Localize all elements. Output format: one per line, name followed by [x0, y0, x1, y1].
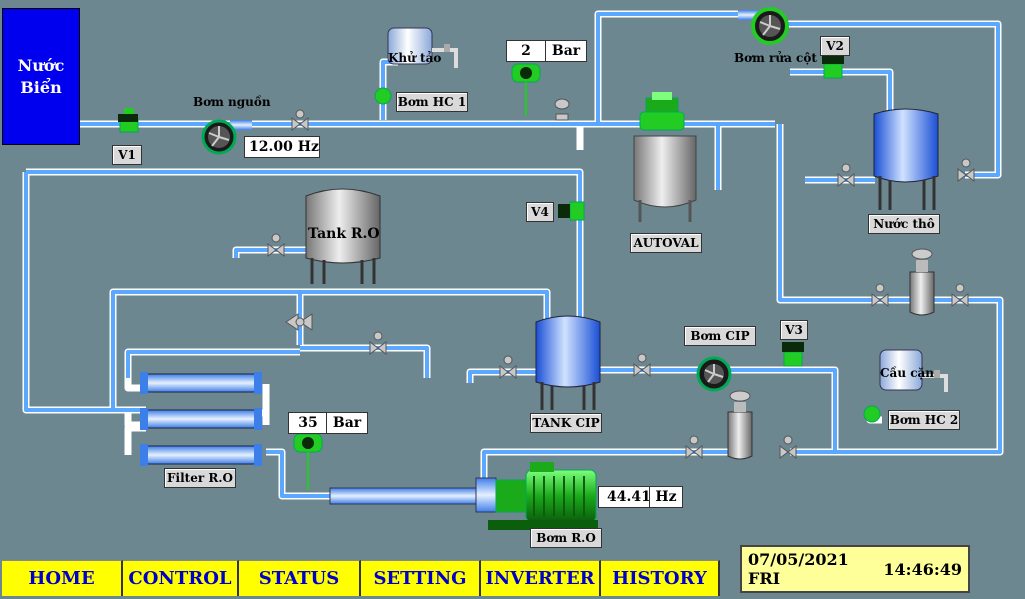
- label-dosing-pump-1: Bơm HC 1: [396, 92, 468, 112]
- label-raw-water: Nước thô: [868, 214, 940, 234]
- seawater-source-label: Nước Biển: [17, 55, 65, 97]
- cip-pump[interactable]: [696, 356, 732, 392]
- nav-history-button[interactable]: HISTORY: [601, 560, 720, 596]
- ro-tank-vessel: [305, 188, 381, 284]
- valve-pressure-line: [554, 98, 570, 121]
- raw-water-tank: [873, 108, 939, 210]
- balance-tank: [879, 349, 948, 392]
- label-dosing-pump-2: Bơm HC 2: [888, 410, 960, 430]
- nav-setting-button[interactable]: SETTING: [361, 560, 481, 596]
- valve-ro-tank: [267, 233, 285, 257]
- date-text: 07/05/2021 FRI: [748, 550, 849, 588]
- dosing-pump-2[interactable]: [863, 405, 881, 423]
- pressure-low-unit: Bar: [545, 40, 587, 62]
- label-feed-pump: Bơm nguồn: [193, 95, 271, 109]
- autoval-actuator[interactable]: [639, 92, 685, 131]
- valve-rinse-inlet: [837, 163, 855, 187]
- label-v2: V2: [820, 36, 850, 56]
- label-ro-tank: Tank R.O: [308, 226, 380, 242]
- valve-raw-out: [957, 158, 975, 182]
- pressure-gauge-high: [293, 433, 323, 490]
- valve-ro-feed: [685, 435, 703, 459]
- pressure-gauge-low: [511, 63, 541, 116]
- label-flush-pump: Bơm rửa cột: [734, 51, 817, 65]
- motor-valve-v1[interactable]: [118, 108, 139, 133]
- valve-ro-reject: [779, 435, 797, 459]
- valve-cip-out: [633, 353, 651, 377]
- label-cip-pump: Bơm CIP: [684, 326, 756, 346]
- nav-inverter-button[interactable]: INVERTER: [481, 560, 601, 596]
- ro-membranes: [140, 372, 262, 466]
- motor-valve-v4[interactable]: [558, 201, 585, 221]
- label-cip-tank: TANK CIP: [530, 413, 602, 433]
- label-ro-pump: Bơm R.O: [530, 528, 602, 548]
- label-v4: V4: [526, 202, 554, 222]
- label-filter-ro: Filter R.O: [164, 468, 236, 488]
- label-v3: V3: [780, 320, 808, 340]
- label-disinfect-tank: Khử tảo: [388, 51, 442, 65]
- ro-pump-frequency-unit: Hz: [649, 486, 683, 508]
- cip-tank-vessel: [535, 315, 601, 410]
- valve-return-1: [871, 283, 889, 307]
- cartridge-filter-2: [727, 390, 753, 460]
- label-autoval: AUTOVAL: [630, 233, 702, 253]
- flush-pump[interactable]: [738, 7, 789, 45]
- valve-main-line: [291, 109, 309, 131]
- label-balance-tank: Cầu cặn: [880, 366, 935, 380]
- dosing-pump-1[interactable]: [374, 87, 392, 105]
- pressure-high-unit: Bar: [326, 412, 368, 434]
- cartridge-filter-1: [909, 248, 935, 316]
- valve-return-2: [951, 283, 969, 307]
- datetime-display: 07/05/2021 FRI 14:46:49: [740, 545, 970, 593]
- valve-bypass: [369, 331, 387, 355]
- valve-cip-in: [499, 355, 517, 379]
- ro-pump-frequency-value: 44.41: [598, 486, 658, 508]
- bottom-nav: HOME CONTROL STATUS SETTING INVERTER HIS…: [2, 560, 720, 596]
- nav-control-button[interactable]: CONTROL: [123, 560, 239, 596]
- valve-ro-junction: [285, 313, 313, 331]
- nav-home-button[interactable]: HOME: [2, 560, 123, 596]
- autoval-tank: [633, 135, 697, 222]
- pressure-low-value: 2: [506, 40, 546, 62]
- time-text: 14:46:49: [883, 559, 962, 579]
- ro-pump-motor[interactable]: [329, 462, 598, 530]
- disinfectant-tank: [387, 27, 458, 68]
- feed-pump[interactable]: [201, 119, 252, 155]
- pressure-high-value: 35: [288, 412, 328, 434]
- motor-valve-v3[interactable]: [782, 342, 804, 367]
- label-v1: V1: [112, 145, 142, 165]
- nav-status-button[interactable]: STATUS: [239, 560, 361, 596]
- seawater-source-block: Nước Biển: [2, 8, 80, 145]
- feed-pump-frequency: 12.00 Hz: [244, 136, 320, 158]
- manual-valves[interactable]: [267, 98, 975, 459]
